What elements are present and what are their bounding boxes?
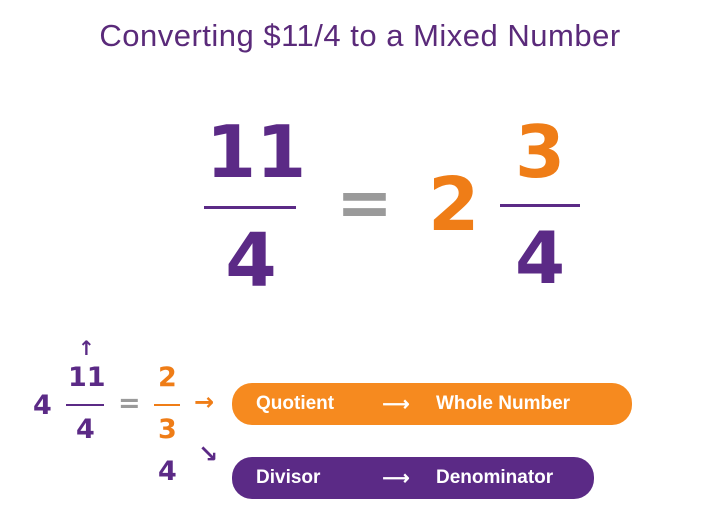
quotient-whole-number-pill: Quotient ⟶ Whole Number: [232, 383, 632, 425]
main-denominator: 4: [225, 218, 277, 304]
quotient-value: 2: [158, 362, 177, 393]
pill-quotient-label: Quotient: [256, 393, 335, 414]
division-arrow-up: ↑: [78, 336, 95, 360]
arrow-to-divisor: ↘: [198, 440, 219, 468]
pill-denominator-label: Denominator: [436, 467, 554, 488]
divisor-below: 4: [158, 456, 177, 487]
pill-divisor-label: Divisor: [256, 467, 321, 488]
arrow-to-quotient: →: [194, 388, 215, 416]
mixed-denominator: 4: [514, 216, 566, 300]
mixed-fraction-bar: [500, 204, 580, 207]
division-subtracted: 4: [76, 414, 95, 445]
division-dividend: 11: [68, 362, 106, 393]
mixed-whole-number: 2: [428, 162, 480, 248]
mixed-numerator: 3: [514, 110, 566, 194]
division-divisor: 4: [33, 390, 52, 421]
main-equals-sign: =: [336, 164, 393, 243]
main-fraction-bar: [204, 206, 296, 209]
quotient-bar: [154, 404, 180, 406]
division-bar: [66, 404, 104, 406]
main-numerator: 11: [206, 110, 307, 194]
pill-arrow-2: ⟶: [382, 467, 410, 489]
division-equals-sign: =: [118, 388, 141, 419]
divisor-denominator-pill: Divisor ⟶ Denominator: [232, 457, 594, 499]
page-title: Converting $11/4 to a Mixed Number: [99, 18, 621, 53]
pill-arrow-1: ⟶: [382, 393, 410, 415]
remainder-value: 3: [158, 414, 177, 445]
pill-whole-number-label: Whole Number: [436, 393, 571, 414]
